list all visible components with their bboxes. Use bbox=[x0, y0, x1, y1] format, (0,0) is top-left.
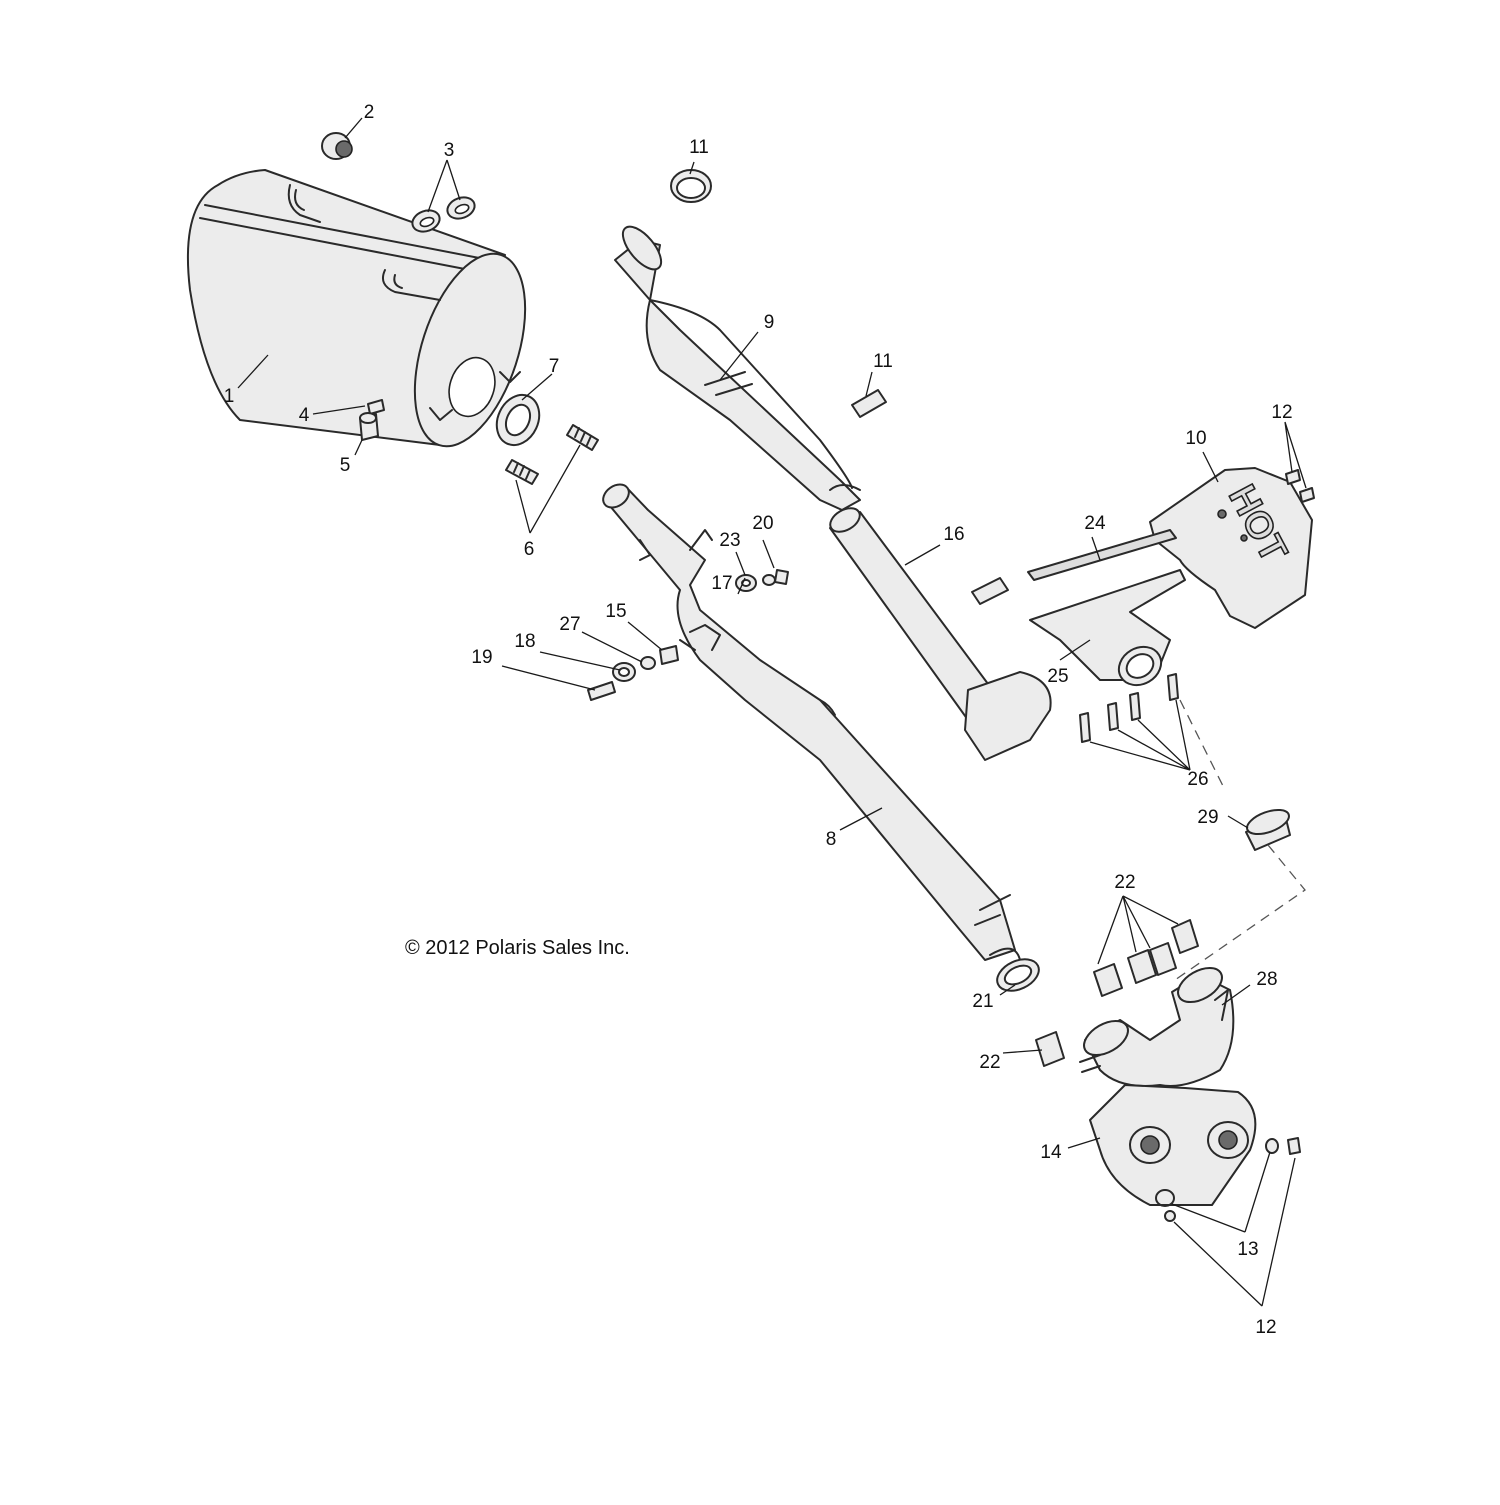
callout-7: 7 bbox=[549, 356, 560, 377]
clamp-upper bbox=[670, 169, 712, 203]
header-springs bbox=[1035, 919, 1199, 1067]
callout-10: 10 bbox=[1185, 428, 1206, 449]
callout-2: 2 bbox=[364, 102, 375, 123]
callout-15: 15 bbox=[605, 601, 626, 622]
callout-17: 17 bbox=[711, 573, 732, 594]
leader-lines bbox=[237, 117, 1307, 1307]
callout-11-upper: 11 bbox=[689, 137, 709, 158]
callout-12-upper: 12 bbox=[1271, 402, 1292, 423]
tail-pipe-section bbox=[829, 507, 1052, 761]
copyright-notice: © 2012 Polaris Sales Inc. bbox=[405, 937, 630, 959]
callout-22-upper: 22 bbox=[1114, 872, 1135, 893]
exhaust-gasket bbox=[1027, 529, 1177, 581]
callout-8: 8 bbox=[826, 829, 837, 850]
callout-24: 24 bbox=[1084, 513, 1106, 534]
callout-18: 18 bbox=[514, 631, 535, 652]
clamp-mid bbox=[851, 389, 887, 418]
heat-shield: HOT bbox=[1149, 467, 1313, 629]
callout-4: 4 bbox=[299, 405, 310, 426]
callout-21: 21 bbox=[972, 991, 993, 1012]
callout-1: 1 bbox=[224, 386, 235, 407]
head-pipe bbox=[602, 483, 1021, 961]
clip-and-bolt bbox=[359, 399, 385, 441]
callout-9: 9 bbox=[764, 312, 775, 333]
grommet bbox=[321, 132, 353, 160]
callout-29: 29 bbox=[1197, 807, 1218, 828]
callout-23: 23 bbox=[719, 530, 740, 551]
callout-3: 3 bbox=[444, 140, 455, 161]
callout-16: 16 bbox=[943, 524, 964, 545]
callout-13: 13 bbox=[1237, 1239, 1258, 1260]
springs bbox=[505, 424, 599, 485]
callout-19: 19 bbox=[471, 647, 492, 668]
callout-5: 5 bbox=[340, 455, 351, 476]
studs bbox=[1079, 673, 1179, 743]
washers-nuts-lower bbox=[1155, 1137, 1301, 1222]
plug bbox=[1245, 808, 1291, 851]
lower-heat-shield bbox=[1089, 1084, 1257, 1206]
mounting-hardware bbox=[587, 569, 789, 701]
callout-20: 20 bbox=[752, 513, 773, 534]
grommet-pair bbox=[411, 196, 476, 233]
mid-pipe bbox=[614, 225, 861, 511]
callout-14: 14 bbox=[1040, 1142, 1062, 1163]
callout-12-lower: 12 bbox=[1255, 1317, 1276, 1338]
bolts-upper bbox=[1285, 469, 1315, 503]
callout-26: 26 bbox=[1187, 769, 1208, 790]
manifold-flange bbox=[971, 569, 1186, 687]
header-gasket bbox=[996, 958, 1040, 992]
muffler bbox=[187, 169, 527, 448]
callout-27: 27 bbox=[559, 614, 580, 635]
callout-22-lower: 22 bbox=[979, 1052, 1000, 1073]
callout-28: 28 bbox=[1256, 969, 1277, 990]
callout-labels: 1 2 3 4 5 6 7 8 9 10 11 11 12 12 13 14 1… bbox=[224, 102, 1293, 1338]
gasket bbox=[495, 393, 541, 447]
callout-6: 6 bbox=[524, 539, 535, 560]
callout-11-mid: 11 bbox=[873, 351, 893, 372]
callout-25: 25 bbox=[1047, 666, 1068, 687]
